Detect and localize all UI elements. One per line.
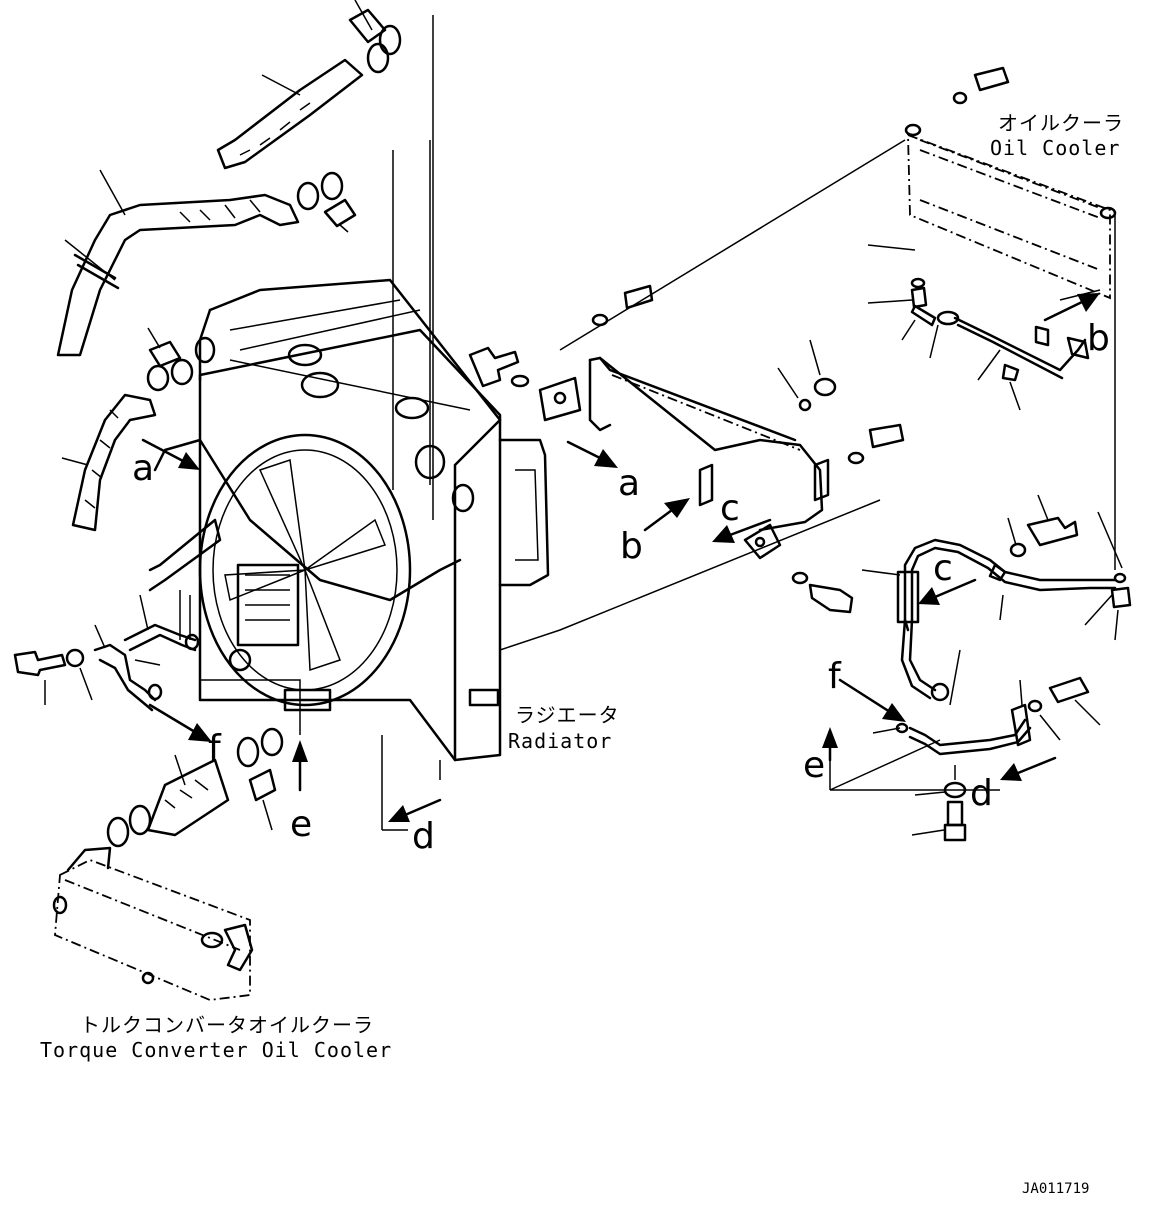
torque-cooler-label-en: Torque Converter Oil Cooler — [40, 1038, 392, 1062]
marker-b-right: b — [1087, 318, 1110, 359]
connection-markers: a a b c b c f e d f e d — [132, 318, 1110, 857]
oil-cooler — [867, 66, 1123, 570]
drawing-code: JA011719 — [1022, 1181, 1089, 1197]
right-tube-assembly — [829, 494, 1132, 842]
marker-b-center: b — [620, 526, 643, 567]
radiator-label-en: Radiator — [508, 729, 612, 753]
radiator-label-jp: ラジエータ — [515, 703, 620, 727]
radiator — [148, 15, 906, 831]
upper-hose-assembly — [56, 0, 402, 357]
marker-f-left: f — [208, 728, 222, 769]
marker-a-right: a — [618, 463, 640, 504]
marker-e-right: e — [803, 745, 825, 786]
marker-f-right: f — [828, 656, 842, 697]
marker-a-left: a — [132, 448, 154, 489]
torque-cooler-label-jp: トルクコンバータオイルクーラ — [80, 1013, 374, 1037]
radiator-frame-bracket — [468, 284, 905, 614]
marker-c-center: c — [720, 488, 740, 529]
marker-e-left: e — [290, 804, 312, 845]
part-labels: オイルクーラ Oil Cooler ラジエータ Radiator トルクコンバー… — [40, 111, 1124, 1197]
marker-d-right: d — [970, 773, 993, 814]
torque-converter-oil-cooler — [52, 727, 284, 1001]
marker-c-right: c — [933, 548, 953, 589]
left-fittings — [13, 594, 200, 712]
left-lower-hose — [61, 327, 194, 532]
connection-arrows — [141, 293, 1100, 822]
marker-d-left: d — [412, 816, 435, 857]
oil-cooler-label-jp: オイルクーラ — [998, 111, 1124, 135]
oil-cooler-label-en: Oil Cooler — [990, 136, 1120, 160]
